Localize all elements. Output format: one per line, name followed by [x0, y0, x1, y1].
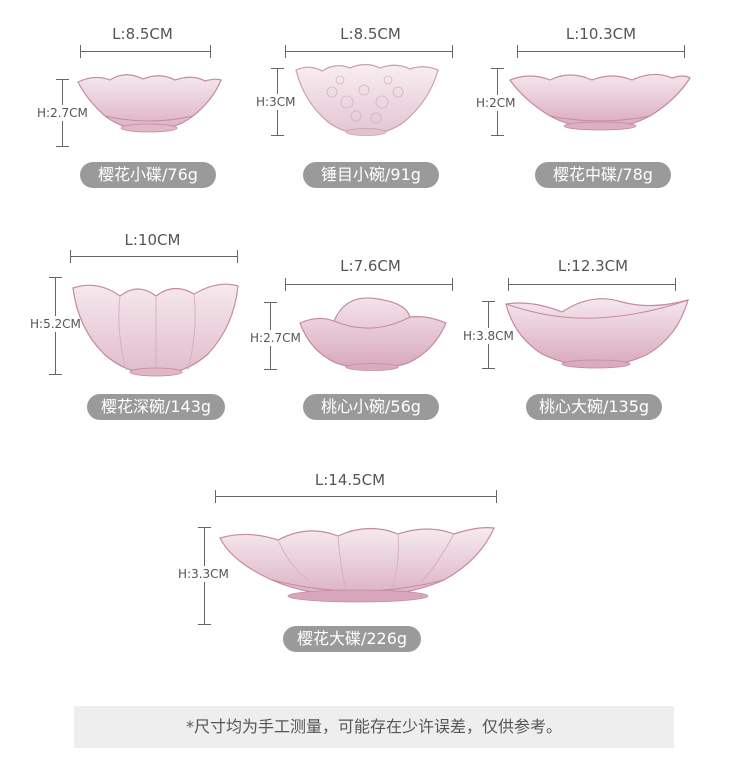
product-caption-pill: 桃心小碗/56g — [303, 394, 439, 420]
height-label: H:3.3CM — [178, 566, 229, 582]
sakura-medium-dish-image — [509, 73, 691, 131]
height-label: H:5.2CM — [30, 316, 81, 332]
product-caption-pill: 樱花深碗/143g — [87, 394, 225, 420]
peach-heart-large-bowl-image — [505, 298, 689, 369]
product-caption-pill: 樱花中碟/78g — [535, 162, 671, 188]
length-label: L:8.5CM — [340, 25, 401, 43]
height-label: H:2.7CM — [37, 105, 88, 121]
length-dimension-line — [508, 278, 676, 291]
product-caption-pill: 樱花小碟/76g — [80, 162, 216, 188]
length-label: L:10CM — [124, 231, 181, 249]
product-caption-pill: 锤目小碗/91g — [303, 162, 439, 188]
sakura-large-dish-image — [219, 527, 495, 603]
length-dimension-line — [215, 490, 497, 503]
height-label: H:3.8CM — [463, 328, 514, 344]
length-dimension-line — [517, 45, 685, 58]
length-dimension-line — [285, 45, 453, 58]
sakura-small-dish-image — [77, 74, 222, 133]
product-caption-pill: 桃心大碗/135g — [526, 394, 662, 420]
product-caption-pill: 樱花大碟/226g — [283, 626, 421, 652]
length-dimension-line — [285, 278, 453, 291]
sakura-deep-bowl-image — [72, 283, 239, 377]
height-label: H:2.7CM — [250, 330, 301, 346]
length-dimension-line — [70, 250, 238, 263]
length-label: L:10.3CM — [565, 25, 637, 43]
height-label: H:3CM — [256, 94, 296, 110]
length-label: L:8.5CM — [112, 25, 173, 43]
length-dimension-line — [80, 45, 211, 58]
height-label: H:2CM — [476, 95, 516, 111]
hammered-small-bowl-image — [295, 63, 439, 136]
measurement-note: *尺寸均为手工测量，可能存在少许误差，仅供参考。 — [74, 706, 674, 748]
length-label: L:12.3CM — [557, 257, 629, 275]
peach-heart-small-bowl-image — [299, 297, 447, 371]
length-label: L:14.5CM — [314, 471, 386, 489]
length-label: L:7.6CM — [340, 257, 401, 275]
